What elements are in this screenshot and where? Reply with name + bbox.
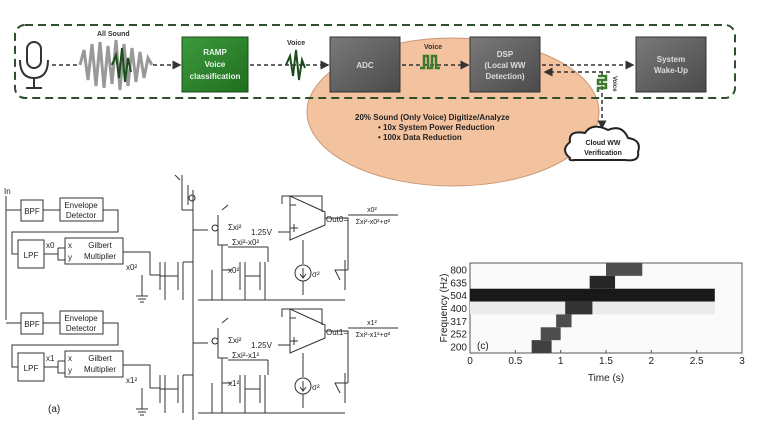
svg-text:BPF: BPF bbox=[24, 320, 40, 329]
svg-text:x0²: x0² bbox=[126, 263, 137, 272]
svg-text:All Sound: All Sound bbox=[97, 31, 130, 38]
circuit-schematic: In (a) bbox=[4, 174, 398, 420]
svg-text:RAMP: RAMP bbox=[203, 48, 227, 57]
svg-text:1.25V: 1.25V bbox=[251, 341, 273, 350]
svg-text:ADC: ADC bbox=[356, 61, 374, 70]
panel-label: (c) bbox=[477, 341, 489, 352]
svg-text:classification: classification bbox=[190, 72, 241, 81]
svg-text:Σxi²: Σxi² bbox=[228, 336, 242, 345]
svg-text:Gilbert: Gilbert bbox=[88, 241, 112, 250]
svg-text:Out0=: Out0= bbox=[326, 215, 348, 224]
y-tick-label: 252 bbox=[450, 330, 467, 341]
x-axis-label: Time (s) bbox=[588, 373, 624, 384]
svg-text:Voice: Voice bbox=[205, 60, 226, 69]
svg-text:Detector: Detector bbox=[66, 211, 97, 220]
svg-text:x1²: x1² bbox=[367, 320, 377, 327]
svg-text:Voice: Voice bbox=[424, 44, 442, 51]
svg-text:LPF: LPF bbox=[24, 364, 39, 373]
svg-text:Out1=: Out1= bbox=[326, 328, 348, 337]
svg-text:Voice: Voice bbox=[287, 40, 305, 47]
x-tick-label: 3 bbox=[739, 356, 745, 367]
y-tick-label: 317 bbox=[450, 317, 467, 328]
svg-text:In: In bbox=[4, 187, 11, 196]
svg-text:Detection): Detection) bbox=[485, 72, 524, 81]
cloud-ww-verification: Cloud WW Verification bbox=[564, 125, 640, 162]
svg-text:Voice: Voice bbox=[611, 76, 617, 92]
x-tick-label: 0.5 bbox=[508, 356, 522, 367]
svg-text:σ²: σ² bbox=[312, 383, 320, 392]
system-wake-up-block: System Wake-Up bbox=[635, 36, 707, 93]
ramp-voice-classification-block: RAMP Voice classification bbox=[181, 36, 249, 93]
svg-text:Envelope: Envelope bbox=[64, 201, 98, 210]
svg-text:Verification: Verification bbox=[584, 150, 622, 157]
y-tick-label: 200 bbox=[450, 343, 467, 354]
svg-text:(Local WW: (Local WW bbox=[485, 61, 526, 70]
y-tick-label: 400 bbox=[450, 304, 467, 315]
x-tick-label: 0 bbox=[467, 356, 473, 367]
svg-text:x: x bbox=[68, 241, 72, 250]
x-tick-label: 2.5 bbox=[690, 356, 704, 367]
y-axis-label: Frequency (Hz) bbox=[439, 274, 450, 343]
y-tick-label: 504 bbox=[450, 291, 467, 302]
svg-text:Envelope: Envelope bbox=[64, 314, 98, 323]
svg-text:(a): (a) bbox=[48, 404, 60, 415]
y-tick-label: 635 bbox=[450, 278, 467, 289]
svg-text:Multiplier: Multiplier bbox=[84, 365, 116, 374]
svg-text:x1²: x1² bbox=[228, 379, 239, 388]
channel-1: BPF Envelope Detector LPF x1 x y Gilbert… bbox=[6, 308, 398, 416]
adc-block: ADC bbox=[329, 36, 401, 93]
spectrogram-cell-317 bbox=[556, 314, 572, 328]
svg-text:σ²: σ² bbox=[312, 270, 320, 279]
spectrogram-cell-800 bbox=[606, 263, 643, 276]
summary-text: 20% Sound (Only Voice) Digitize/Analyze … bbox=[355, 113, 510, 142]
y-tick-label: 800 bbox=[450, 265, 467, 276]
svg-text:Multiplier: Multiplier bbox=[84, 252, 116, 261]
svg-text:x: x bbox=[68, 354, 72, 363]
svg-text:Detector: Detector bbox=[66, 324, 97, 333]
svg-text:y: y bbox=[68, 253, 72, 262]
voice-pulse: Voice bbox=[420, 44, 442, 70]
svg-text:• 10x System Power Reduction: • 10x System Power Reduction bbox=[378, 123, 495, 132]
x-tick-label: 2 bbox=[649, 356, 655, 367]
spectrogram-cell-635 bbox=[589, 275, 616, 289]
svg-text:BPF: BPF bbox=[24, 207, 40, 216]
svg-text:Cloud WW: Cloud WW bbox=[586, 140, 621, 147]
svg-text:Σxi²: Σxi² bbox=[228, 223, 242, 232]
spectrogram-cell-400 bbox=[565, 301, 593, 315]
dsp-block: DSP (Local WW Detection) bbox=[469, 36, 541, 93]
svg-text:DSP: DSP bbox=[497, 50, 514, 59]
microphone-icon bbox=[19, 41, 49, 89]
svg-text:Σxi²-x0²: Σxi²-x0² bbox=[232, 238, 260, 247]
voice-waveform: Voice bbox=[285, 40, 306, 81]
svg-text:x1: x1 bbox=[46, 354, 55, 363]
all-sound-waveform: All Sound bbox=[78, 31, 154, 91]
spectrogram-cell-200 bbox=[531, 340, 552, 353]
svg-text:y: y bbox=[68, 366, 72, 375]
svg-text:x0²: x0² bbox=[228, 266, 239, 275]
svg-text:x0: x0 bbox=[46, 241, 55, 250]
system-dashed-border bbox=[14, 24, 736, 99]
svg-text:x0²: x0² bbox=[367, 207, 377, 214]
spectrogram-cell-252 bbox=[540, 327, 561, 341]
x-tick-label: 1 bbox=[558, 356, 564, 367]
svg-text:Wake-Up: Wake-Up bbox=[654, 66, 688, 75]
voice-return-pulse: Voice bbox=[596, 74, 617, 92]
spectrogram-cell-504 bbox=[470, 288, 715, 302]
svg-text:Σxi²-x1²: Σxi²-x1² bbox=[232, 351, 260, 360]
x-tick-label: 1.5 bbox=[599, 356, 613, 367]
svg-text:Σxi²-x1²+σ²: Σxi²-x1²+σ² bbox=[356, 332, 391, 339]
svg-text:• 100x Data Reduction: • 100x Data Reduction bbox=[378, 133, 462, 142]
svg-text:x1²: x1² bbox=[126, 376, 137, 385]
svg-text:Σxi²-x0²+σ²: Σxi²-x0²+σ² bbox=[356, 219, 391, 226]
svg-text:1.25V: 1.25V bbox=[251, 228, 273, 237]
svg-text:Gilbert: Gilbert bbox=[88, 354, 112, 363]
svg-text:20% Sound (Only Voice) Digiti: 20% Sound (Only Voice) Digitize/Analyze bbox=[355, 113, 510, 122]
svg-text:System: System bbox=[657, 55, 685, 64]
channel-0: BPF Envelope Detector LPF x0 x y Gilbert… bbox=[6, 174, 398, 303]
svg-text:LPF: LPF bbox=[24, 251, 39, 260]
